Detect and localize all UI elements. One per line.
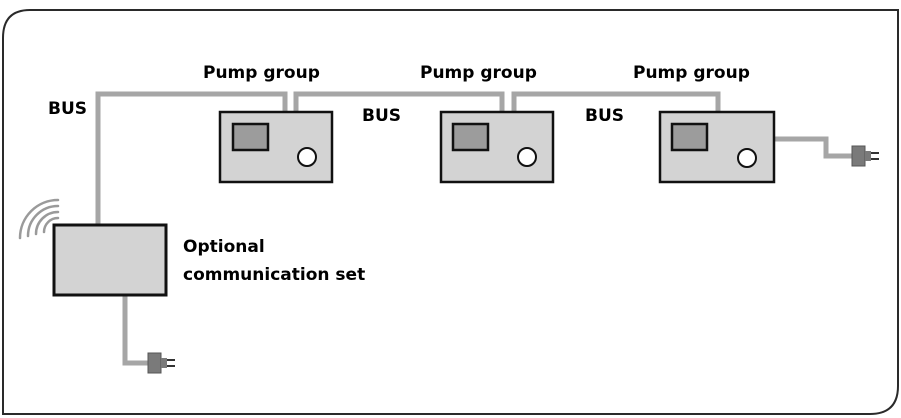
- communication-set-label-line2: communication set: [183, 265, 366, 285]
- communication-set-box: [52, 223, 168, 297]
- power-cable-right: [774, 136, 852, 159]
- communication-set-label-line1: Optional: [183, 237, 265, 257]
- wifi-icon: [18, 198, 60, 240]
- pump-group-label-3: Pump group: [633, 63, 750, 83]
- power-cable-bottom: [122, 295, 148, 366]
- bus-cable-middle-2: [511, 91, 721, 112]
- pump-group-device-1: [218, 110, 334, 184]
- bus-cable-left: [95, 91, 288, 225]
- pump-controller-knob: [737, 148, 757, 168]
- pump-group-device-2: [439, 110, 555, 184]
- pump-group-device-3: [658, 110, 776, 184]
- power-plug-icon: [851, 145, 879, 167]
- pump-controller-display: [231, 122, 270, 152]
- power-plug-icon: [147, 352, 175, 374]
- pump-controller-display: [670, 122, 709, 152]
- bus-label-left: BUS: [48, 99, 88, 119]
- bus-label-middle-1: BUS: [362, 106, 402, 126]
- pump-controller-knob: [297, 147, 317, 167]
- pump-controller-knob: [517, 147, 537, 167]
- pump-controller-display: [451, 122, 490, 152]
- bus-label-middle-2: BUS: [585, 106, 625, 126]
- bus-cable-middle-1: [293, 91, 505, 112]
- pump-group-label-1: Pump group: [203, 63, 320, 83]
- pump-group-label-2: Pump group: [420, 63, 537, 83]
- bus-cables: [95, 91, 852, 366]
